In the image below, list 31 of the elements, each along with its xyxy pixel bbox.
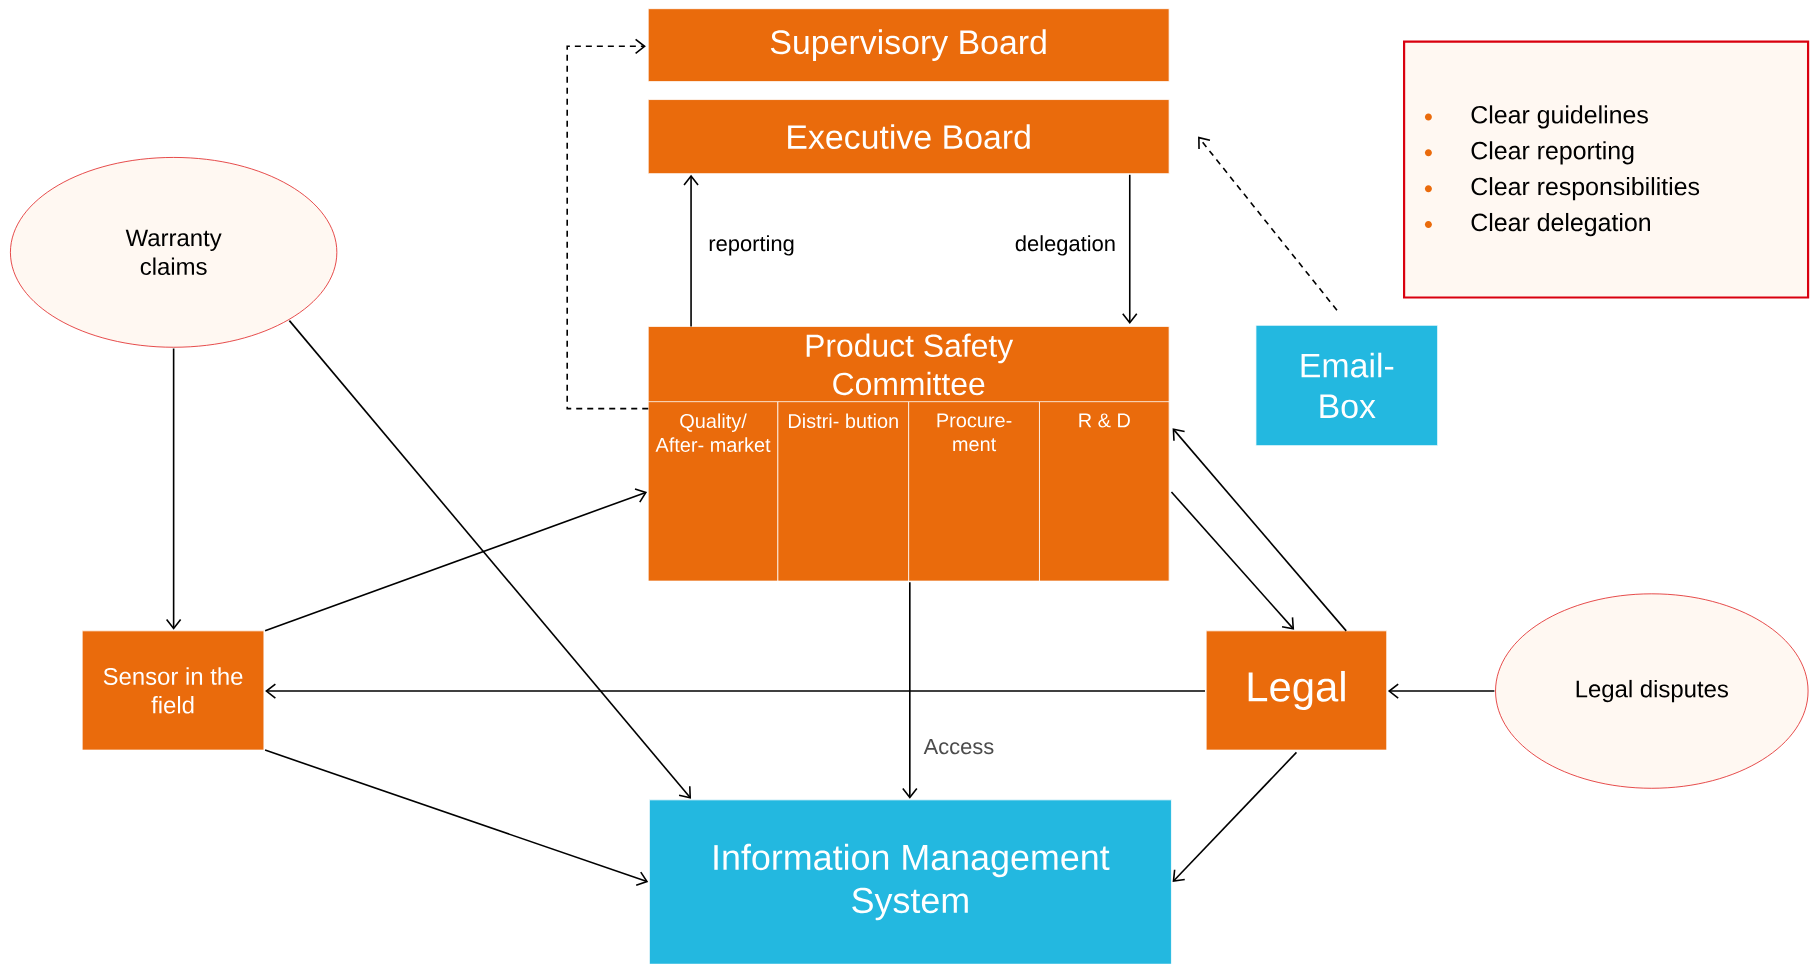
arrow [165, 347, 182, 630]
system-box: Information Management System [648, 799, 1172, 964]
list-item: Clear guidelines [1424, 105, 1648, 129]
arrow [1172, 751, 1298, 883]
arrow [902, 581, 918, 799]
process-box: Sensor in the field [81, 630, 265, 751]
arrow [1172, 428, 1347, 632]
edge-label: Access [921, 736, 997, 757]
department-column: Distri- bution [777, 401, 910, 582]
board-box: Supervisory Board [647, 8, 1170, 82]
arrow [566, 38, 650, 410]
arrow [264, 488, 648, 632]
arrow [264, 749, 649, 887]
edge-label: reporting [706, 233, 797, 258]
board-box: Executive Board [647, 99, 1170, 175]
department-column: R & D [1039, 401, 1170, 582]
process-box: Legal [1205, 630, 1388, 751]
list-item: Clear delegation [1424, 212, 1650, 237]
arrow [265, 683, 1206, 699]
arrow [1387, 683, 1496, 699]
arrow [1121, 174, 1138, 325]
department-column: Quality/ After- market [647, 401, 779, 582]
edge-label: delegation [1012, 233, 1118, 258]
list-item: Clear reporting [1424, 141, 1634, 165]
list-item: Clear responsibilities [1424, 177, 1700, 201]
arrow [683, 174, 699, 328]
department-column: Procure- ment [908, 401, 1040, 582]
arrow [1198, 136, 1338, 312]
arrow [1170, 491, 1295, 630]
process-box: Email- Box [1255, 324, 1439, 447]
arrow [288, 319, 692, 799]
